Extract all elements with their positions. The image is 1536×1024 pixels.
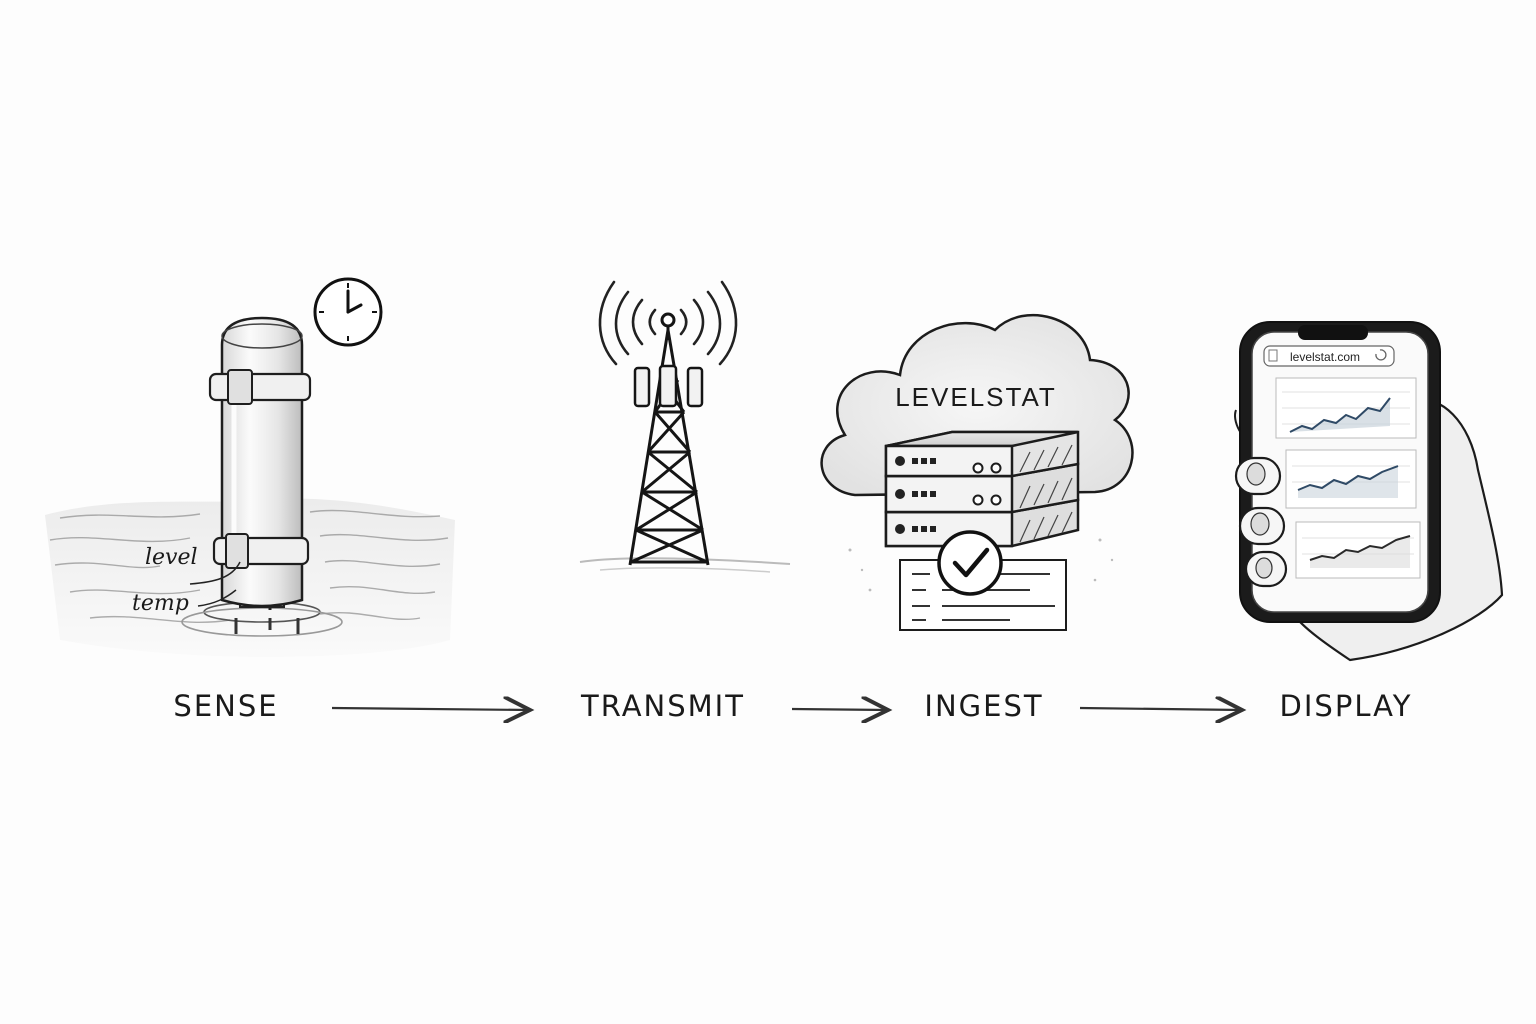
water-level-sensor-icon [208, 316, 312, 634]
flow-arrows [331, 708, 1242, 710]
cloud-brand-label: LEVELSTAT [895, 382, 1057, 412]
checkmark-icon [937, 530, 1003, 596]
stage-label-ingest: INGEST [924, 689, 1043, 723]
mini-chart-1 [1275, 377, 1417, 439]
cell-tower-icon [579, 280, 791, 573]
arrow-ingest-to-display [1079, 708, 1242, 710]
stage-label-sense: SENSE [173, 689, 278, 723]
url-bar-text: levelstat.com [1290, 350, 1360, 364]
display-illustration: levelstat.com [1234, 321, 1504, 662]
annotation-temp: temp [132, 591, 189, 616]
sense-illustration: level temp [45, 277, 455, 657]
server-rack-icon [884, 430, 1080, 548]
arrow-sense-to-transmit [331, 708, 530, 710]
arrow-transmit-to-ingest [791, 709, 888, 710]
stage-labels: SENSE TRANSMIT INGEST DISPLAY [173, 689, 1413, 723]
stage-label-display: DISPLAY [1280, 689, 1413, 723]
smartphone-icon: levelstat.com [1239, 321, 1441, 623]
clock-icon [313, 277, 383, 347]
annotation-level: level [145, 545, 198, 570]
mini-chart-3 [1295, 521, 1421, 579]
ingest-illustration: LEVELSTAT [820, 313, 1134, 631]
stage-label-transmit: TRANSMIT [580, 689, 745, 723]
mini-chart-2 [1285, 449, 1417, 509]
